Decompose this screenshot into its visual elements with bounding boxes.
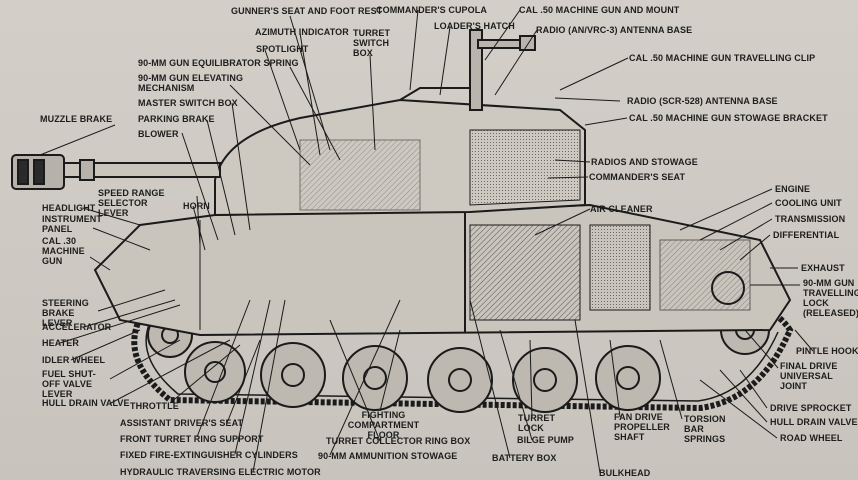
label-pintle-hook: PINTLE HOOK (796, 346, 858, 356)
label-turret-collector-ring-box: TURRET COLLECTOR RING BOX (326, 436, 471, 446)
label-air-cleaner: AIR CLEANER (590, 204, 653, 214)
label-heater: HEATER (42, 338, 79, 348)
turret (214, 87, 586, 217)
label-assistant-drivers-seat: ASSISTANT DRIVER'S SEAT (120, 418, 244, 428)
label-hull-drain-valve-rear: HULL DRAIN VALVE (770, 417, 858, 427)
label-drive-sprocket: DRIVE SPROCKET (770, 403, 852, 413)
label-radios-and-stowage: RADIOS AND STOWAGE (591, 157, 698, 167)
label-transmission: TRANSMISSION (775, 214, 846, 224)
label-bulkhead: BULKHEAD (599, 468, 651, 478)
label-commanders-seat: COMMANDER'S SEAT (589, 172, 686, 182)
label-spotlight: SPOTLIGHT (256, 44, 309, 54)
label-radio-antenna-base-vrc3: RADIO (AN/VRC-3) ANTENNA BASE (536, 25, 693, 35)
track-assembly (131, 296, 794, 412)
label-horn: HORN (183, 201, 210, 211)
label-speed-range-selector: SPEED RANGE SELECTOR LEVER (98, 188, 165, 218)
label-torsion-bar-springs: TORSION BAR SPRINGS (684, 414, 726, 444)
label-hull-drain-valve-front: HULL DRAIN VALVE (42, 398, 130, 408)
label-elevating-mechanism: 90-MM GUN ELEVATING MECHANISM (138, 73, 244, 93)
label-cal50-stowage-bracket: CAL .50 MACHINE GUN STOWAGE BRACKET (629, 113, 828, 123)
label-exhaust: EXHAUST (801, 263, 845, 273)
label-parking-brake: PARKING BRAKE (138, 114, 215, 124)
label-battery-box: BATTERY BOX (492, 453, 557, 463)
road-wheels (147, 305, 770, 413)
hull (93, 203, 792, 337)
label-cal50-travelling-clip: CAL .50 MACHINE GUN TRAVELLING CLIP (629, 53, 816, 63)
label-instrument-panel: INSTRUMENT PANEL (42, 214, 102, 234)
label-turret-lock: TURRET LOCK (518, 413, 556, 433)
label-blower: BLOWER (138, 129, 179, 139)
label-azimuth-indicator: AZIMUTH INDICATOR (255, 27, 349, 37)
label-engine: ENGINE (775, 184, 811, 194)
label-fuel-shutoff: FUEL SHUT-OFF VALVE LEVER (42, 369, 96, 399)
label-final-drive: FINAL DRIVE UNIVERSAL JOINT (780, 361, 838, 391)
label-gunners-seat: GUNNER'S SEAT AND FOOT REST (231, 6, 383, 16)
label-travelling-lock: 90-MM GUN TRAVELLING LOCK (RELEASED) (803, 278, 858, 318)
label-road-wheel: ROAD WHEEL (780, 433, 843, 443)
label-muzzle-brake: MUZZLE BRAKE (40, 114, 113, 124)
label-headlight: HEADLIGHT (42, 203, 96, 213)
label-fan-drive-shaft: FAN DRIVE PROPELLER SHAFT (614, 412, 670, 442)
label-steering-brake-lever: STEERING BRAKE LEVER (42, 298, 89, 328)
label-radio-antenna-base-scr528: RADIO (SCR-528) ANTENNA BASE (627, 96, 778, 106)
label-turret-switch-box: TURRET SWITCH BOX (353, 28, 391, 58)
label-master-switch-box: MASTER SWITCH BOX (138, 98, 238, 108)
main-gun (11, 154, 221, 190)
leader-lines (39, 9, 814, 474)
label-differential: DIFFERENTIAL (773, 230, 840, 240)
label-fixed-fire-extinguisher: FIXED FIRE-EXTINGUISHER CYLINDERS (120, 450, 298, 460)
label-ammunition-stowage: 90-MM AMMUNITION STOWAGE (318, 451, 458, 461)
machine-gun-mount (469, 29, 536, 111)
label-hydraulic-traversing-motor: HYDRAULIC TRAVERSING ELECTRIC MOTOR (120, 467, 321, 477)
label-front-turret-ring-support: FRONT TURRET RING SUPPORT (120, 434, 264, 444)
label-accelerator: ACCELERATOR (42, 322, 112, 332)
label-cooling-unit: COOLING UNIT (775, 198, 842, 208)
label-equilibrator-spring: 90-MM GUN EQUILIBRATOR SPRING (138, 58, 299, 68)
label-idler-wheel: IDLER WHEEL (42, 355, 106, 365)
label-bilge-pump: BILGE PUMP (517, 435, 575, 445)
label-throttle: THROTTLE (130, 401, 179, 411)
label-commanders-cupola: COMMANDER'S CUPOLA (376, 5, 487, 15)
label-cal50-mg-mount: CAL .50 MACHINE GUN AND MOUNT (519, 5, 680, 15)
label-fighting-compartment-floor: FIGHTING COMPARTMENT FLOOR (347, 410, 420, 440)
label-loaders-hatch: LOADER'S HATCH (434, 21, 515, 31)
label-cal30-mg: CAL .30 MACHINE GUN (42, 236, 85, 266)
